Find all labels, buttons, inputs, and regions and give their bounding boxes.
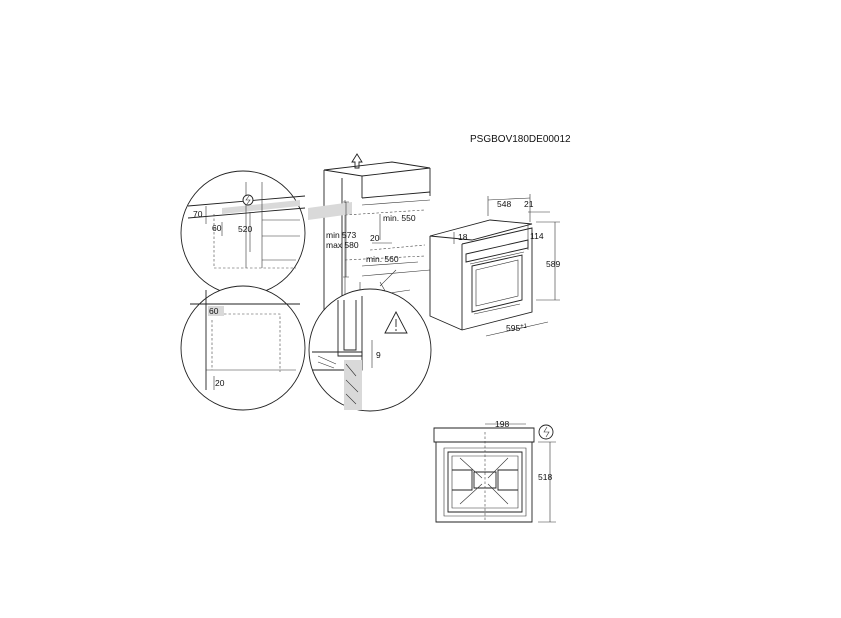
dim-595: 595±1: [506, 323, 527, 333]
dim-20-middle: 20: [215, 378, 225, 388]
dim-589: 589: [546, 259, 560, 269]
oven-top-view: 198 518: [433, 419, 556, 523]
dim-114: 114: [530, 231, 544, 241]
detail-circle-middle: 60 20: [180, 285, 306, 411]
document-code: PSGBOV180DE00012: [470, 134, 571, 145]
dim-18: 18: [458, 232, 468, 242]
dim-60-top: 60: [212, 223, 222, 233]
warning-triangle-icon: [384, 311, 408, 334]
dim-198: 198: [495, 419, 509, 429]
dim-min-560: min. 560: [366, 254, 399, 264]
oven-dimensions: 548 21 18 114 589 595±1: [453, 194, 560, 337]
dim-9: 9: [376, 350, 381, 360]
detail-circle-warning: 9: [308, 269, 432, 412]
dim-min-550: min. 550: [383, 213, 416, 223]
dim-548: 548: [497, 199, 511, 209]
electrical-connection-icon: [242, 194, 254, 206]
detail-circle-top: 70 60 520: [180, 170, 306, 296]
dim-max-580: max 580: [326, 240, 359, 250]
up-arrow-icon: [351, 153, 363, 169]
dim-518: 518: [538, 472, 552, 482]
electrical-connection-icon: [538, 424, 554, 440]
dim-60-middle: 60: [209, 306, 219, 316]
dim-70: 70: [193, 209, 203, 219]
dim-min-573: min 573: [326, 230, 357, 240]
dim-20-top: 20: [370, 233, 380, 243]
cabinet-dimensions: min 573 max 580 min. 550 20 min. 560: [326, 201, 419, 278]
dim-520: 520: [238, 224, 252, 234]
oven-unit: [429, 219, 533, 331]
dim-21: 21: [524, 199, 534, 209]
